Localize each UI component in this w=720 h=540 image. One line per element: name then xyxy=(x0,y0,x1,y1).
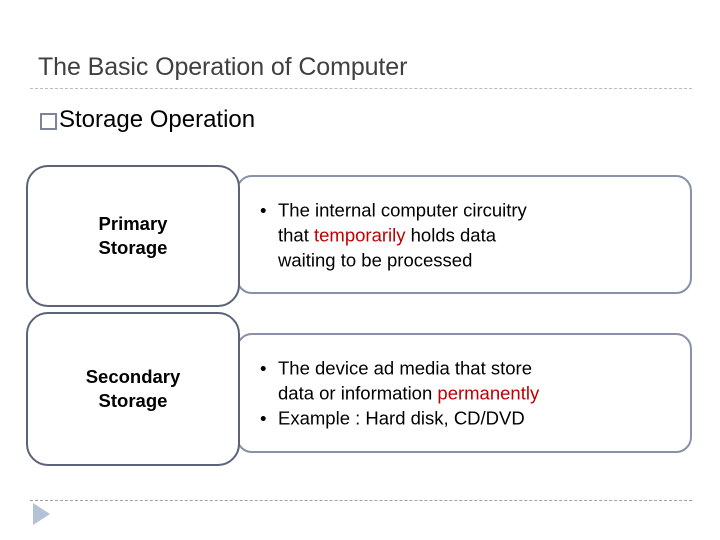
label-box-primary-storage: Primary Storage xyxy=(26,165,240,307)
description-text-secondary: • The device ad media that store data or … xyxy=(260,356,678,431)
bullet-dot-icon: • xyxy=(260,199,267,220)
hollow-square-bullet-icon xyxy=(40,112,57,130)
subheading-label: Storage Operation xyxy=(59,106,256,133)
label-line-1: Secondary xyxy=(85,366,181,387)
bullet-line: • The internal computer circuitry xyxy=(260,197,678,222)
page-title: The Basic Operation of Computer xyxy=(38,53,408,81)
bullet-line: • The device ad media that store xyxy=(260,356,678,381)
bullet-dot-icon: • xyxy=(260,407,267,429)
text-segment: waiting to be processed xyxy=(278,249,473,270)
footer-divider xyxy=(30,500,692,501)
continuation-line: waiting to be processed xyxy=(260,247,678,272)
play-triangle-icon[interactable] xyxy=(33,503,50,525)
label-box-text: Secondary Storage xyxy=(86,365,181,413)
continuation-line: that temporarily holds data xyxy=(260,222,678,247)
text-segment: holds data xyxy=(405,224,497,245)
bullet-dot-icon: • xyxy=(260,357,267,379)
label-box-text: Primary Storage xyxy=(99,212,168,260)
bullet-line: • Example : Hard disk, CD/DVD xyxy=(260,406,678,431)
bullet-text: The internal computer circuitry xyxy=(278,199,527,220)
text-segment: data or information xyxy=(278,382,438,404)
continuation-line: data or information permanently xyxy=(260,381,678,406)
description-panel-secondary: • The device ad media that store data or … xyxy=(236,333,692,453)
label-line-1: Primary xyxy=(98,213,168,234)
text-segment: that xyxy=(278,224,314,245)
title-divider xyxy=(30,88,692,89)
label-box-secondary-storage: Secondary Storage xyxy=(26,312,240,466)
label-line-2: Storage xyxy=(98,237,168,258)
highlighted-term: permanently xyxy=(437,382,540,404)
label-line-2: Storage xyxy=(98,390,168,411)
description-panel-primary: • The internal computer circuitry that te… xyxy=(236,175,692,294)
subheading: Storage Operation xyxy=(40,105,255,135)
bullet-text: Example : Hard disk, CD/DVD xyxy=(278,407,525,429)
description-text-primary: • The internal computer circuitry that te… xyxy=(260,197,678,272)
bullet-text: The device ad media that store xyxy=(278,357,533,379)
highlighted-term: temporarily xyxy=(314,224,406,245)
